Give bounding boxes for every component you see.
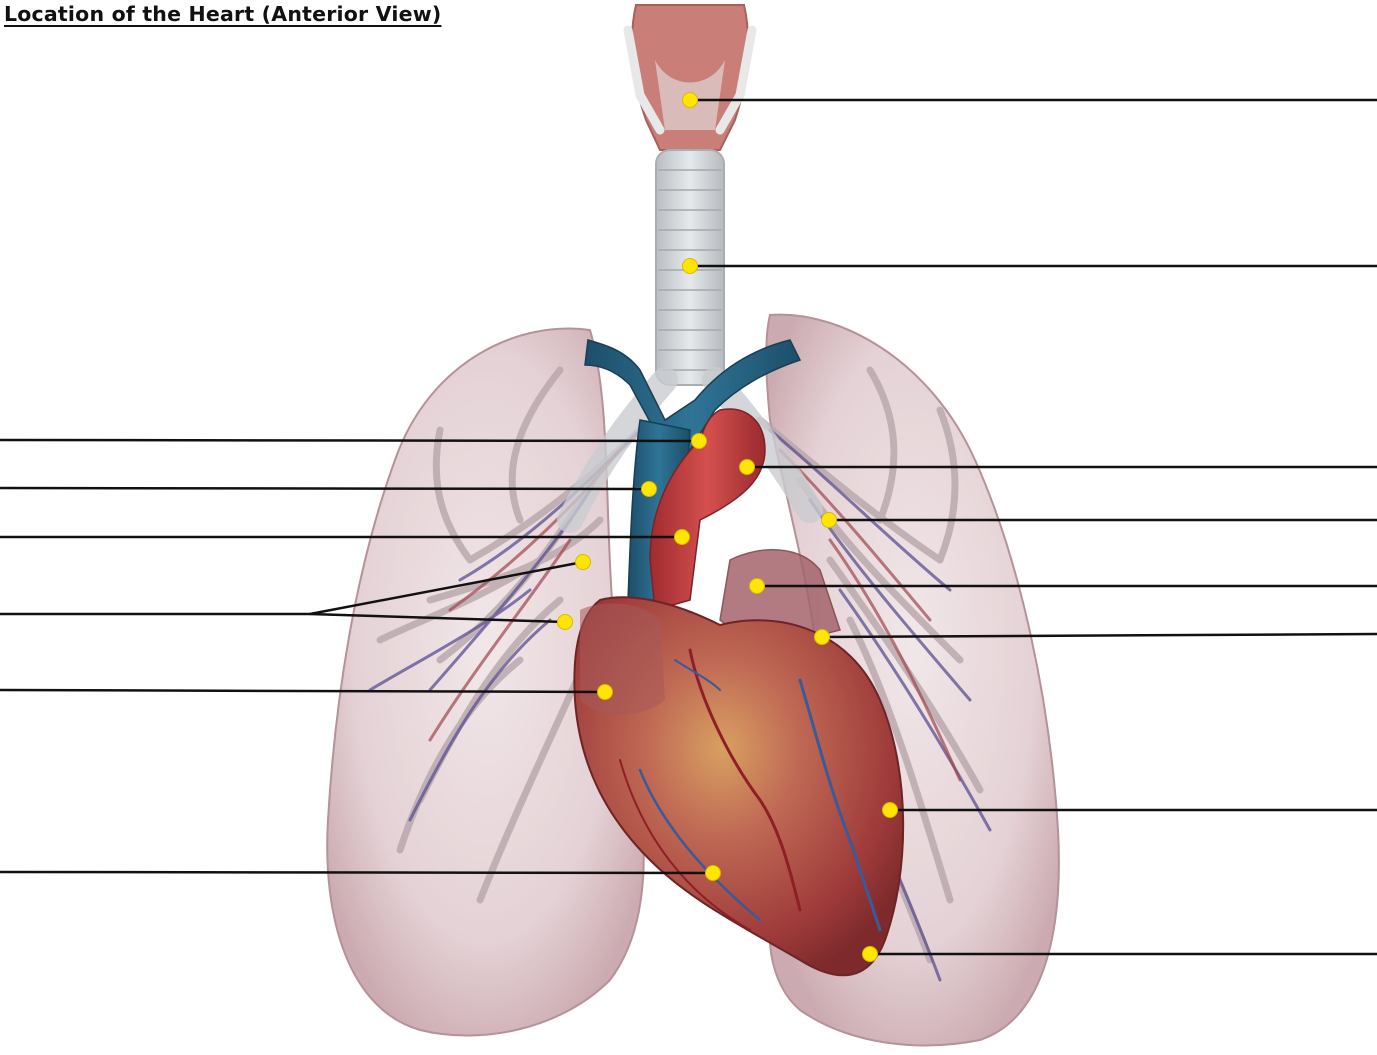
marker-right-brachiocephalic-region[interactable] bbox=[692, 434, 707, 449]
marker-right-atrium[interactable] bbox=[598, 685, 613, 700]
marker-trachea[interactable] bbox=[683, 259, 698, 274]
marker-aortic-arch[interactable] bbox=[740, 460, 755, 475]
marker-superior-vena-cava[interactable] bbox=[642, 482, 657, 497]
marker-left-pulmonary-artery[interactable] bbox=[822, 513, 837, 528]
marker-ascending-aorta[interactable] bbox=[675, 530, 690, 545]
marker-left-auricle[interactable] bbox=[815, 630, 830, 645]
marker-right-pulmonary-veins-lower[interactable] bbox=[558, 615, 573, 630]
marker-left-ventricle[interactable] bbox=[883, 803, 898, 818]
marker-pulmonary-trunk[interactable] bbox=[750, 579, 765, 594]
leader-larynx bbox=[683, 93, 1377, 108]
marker-right-pulmonary-veins-upper[interactable] bbox=[576, 555, 591, 570]
leader-trachea bbox=[683, 259, 1377, 274]
marker-apex[interactable] bbox=[863, 947, 878, 962]
marker-larynx[interactable] bbox=[683, 93, 698, 108]
marker-right-ventricle[interactable] bbox=[706, 866, 721, 881]
